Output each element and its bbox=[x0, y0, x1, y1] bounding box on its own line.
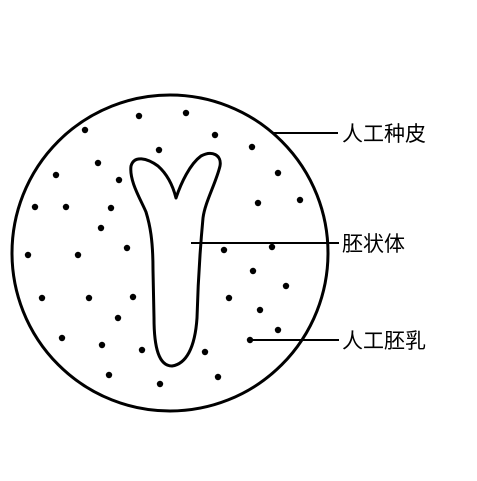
endosperm-dot bbox=[248, 143, 256, 151]
endosperm-dot bbox=[256, 306, 264, 314]
endosperm-dot bbox=[105, 371, 113, 379]
endosperm-dot bbox=[282, 282, 290, 290]
endosperm-dot bbox=[123, 244, 131, 252]
endosperm-dot bbox=[246, 336, 254, 344]
endosperm-dot bbox=[31, 203, 39, 211]
endosperm-dot bbox=[94, 159, 102, 167]
endosperm-label: 人工胚乳 bbox=[342, 329, 426, 353]
endosperm-dot bbox=[81, 126, 89, 134]
endosperm-dot bbox=[296, 196, 304, 204]
endosperm-dot bbox=[182, 109, 190, 117]
endosperm-dot bbox=[225, 294, 233, 302]
endosperm-dot bbox=[24, 251, 32, 259]
endosperm-dot bbox=[214, 373, 222, 381]
endosperm-dot bbox=[274, 326, 282, 334]
embryoid-label: 胚状体 bbox=[342, 232, 405, 256]
endosperm-dot bbox=[138, 346, 146, 354]
endosperm-dot bbox=[74, 251, 82, 259]
endosperm-dot bbox=[268, 243, 276, 251]
endosperm-dot bbox=[274, 169, 282, 177]
endosperm-dot bbox=[135, 112, 143, 120]
endosperm-dot bbox=[129, 293, 137, 301]
endosperm-dot bbox=[52, 171, 60, 179]
endosperm-dot bbox=[85, 294, 93, 302]
endosperm-dot bbox=[156, 380, 164, 388]
endosperm-dot bbox=[155, 146, 163, 154]
seed-coat-label: 人工种皮 bbox=[342, 122, 426, 146]
endosperm-dot bbox=[38, 294, 46, 302]
endosperm-dot bbox=[114, 314, 122, 322]
endosperm-dot bbox=[201, 348, 209, 356]
embryoid-shape bbox=[129, 151, 222, 368]
endosperm-dot bbox=[254, 199, 262, 207]
endosperm-dot bbox=[97, 224, 105, 232]
endosperm-dot bbox=[211, 131, 219, 139]
endosperm-dot bbox=[249, 267, 257, 275]
endosperm-dot bbox=[220, 246, 228, 254]
endosperm-dot bbox=[98, 341, 106, 349]
seed-coat-circle bbox=[10, 93, 330, 413]
endosperm-dot bbox=[58, 334, 66, 342]
endosperm-dot bbox=[107, 204, 115, 212]
endosperm-dot bbox=[115, 176, 123, 184]
endosperm-dot bbox=[62, 203, 70, 211]
endosperm-dots bbox=[24, 109, 304, 388]
